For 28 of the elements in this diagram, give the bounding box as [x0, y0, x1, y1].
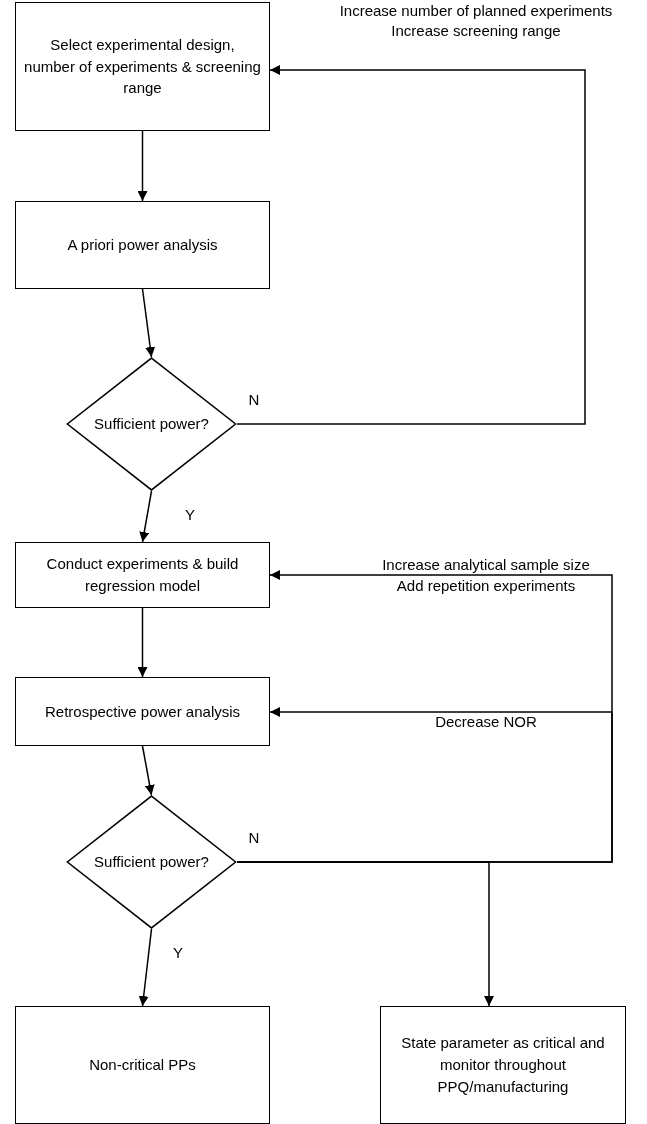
decision-text: Sufficient power? [94, 414, 209, 435]
arrow [137, 607, 148, 678]
process-text: Conduct experiments & build regression model [45, 554, 240, 596]
arrow [141, 745, 155, 796]
process-text: Retrospective power analysis [44, 701, 241, 722]
process-text: Select experimental design, number of experiments & screening range [24, 34, 261, 99]
process-text: A priori power analysis [67, 235, 218, 256]
process-box [15, 201, 270, 289]
process-box [15, 542, 270, 608]
process-text: State parameter as critical and monitor throughout PPQ/manufacturing [400, 1033, 606, 1097]
note-text: Increase number of planned experiments [339, 2, 613, 20]
arrow [139, 490, 153, 543]
arrow [137, 130, 148, 202]
decision-diamond [66, 357, 237, 491]
note-text: Increase analytical sample size [382, 556, 590, 574]
arrow [141, 288, 156, 358]
process-box [380, 1006, 626, 1124]
arrow [236, 861, 494, 1007]
arrow [138, 928, 153, 1007]
arrow [236, 65, 586, 425]
note-text: Increase screening range [391, 22, 561, 40]
process-box [15, 2, 270, 131]
process-box [15, 1006, 270, 1124]
decision-diamond [66, 795, 237, 929]
decision-text: Sufficient power? [94, 852, 209, 873]
process-text: Non-critical PPs [89, 1055, 196, 1076]
process-box [15, 677, 270, 746]
note-text: Add repetition experiments [396, 577, 576, 595]
